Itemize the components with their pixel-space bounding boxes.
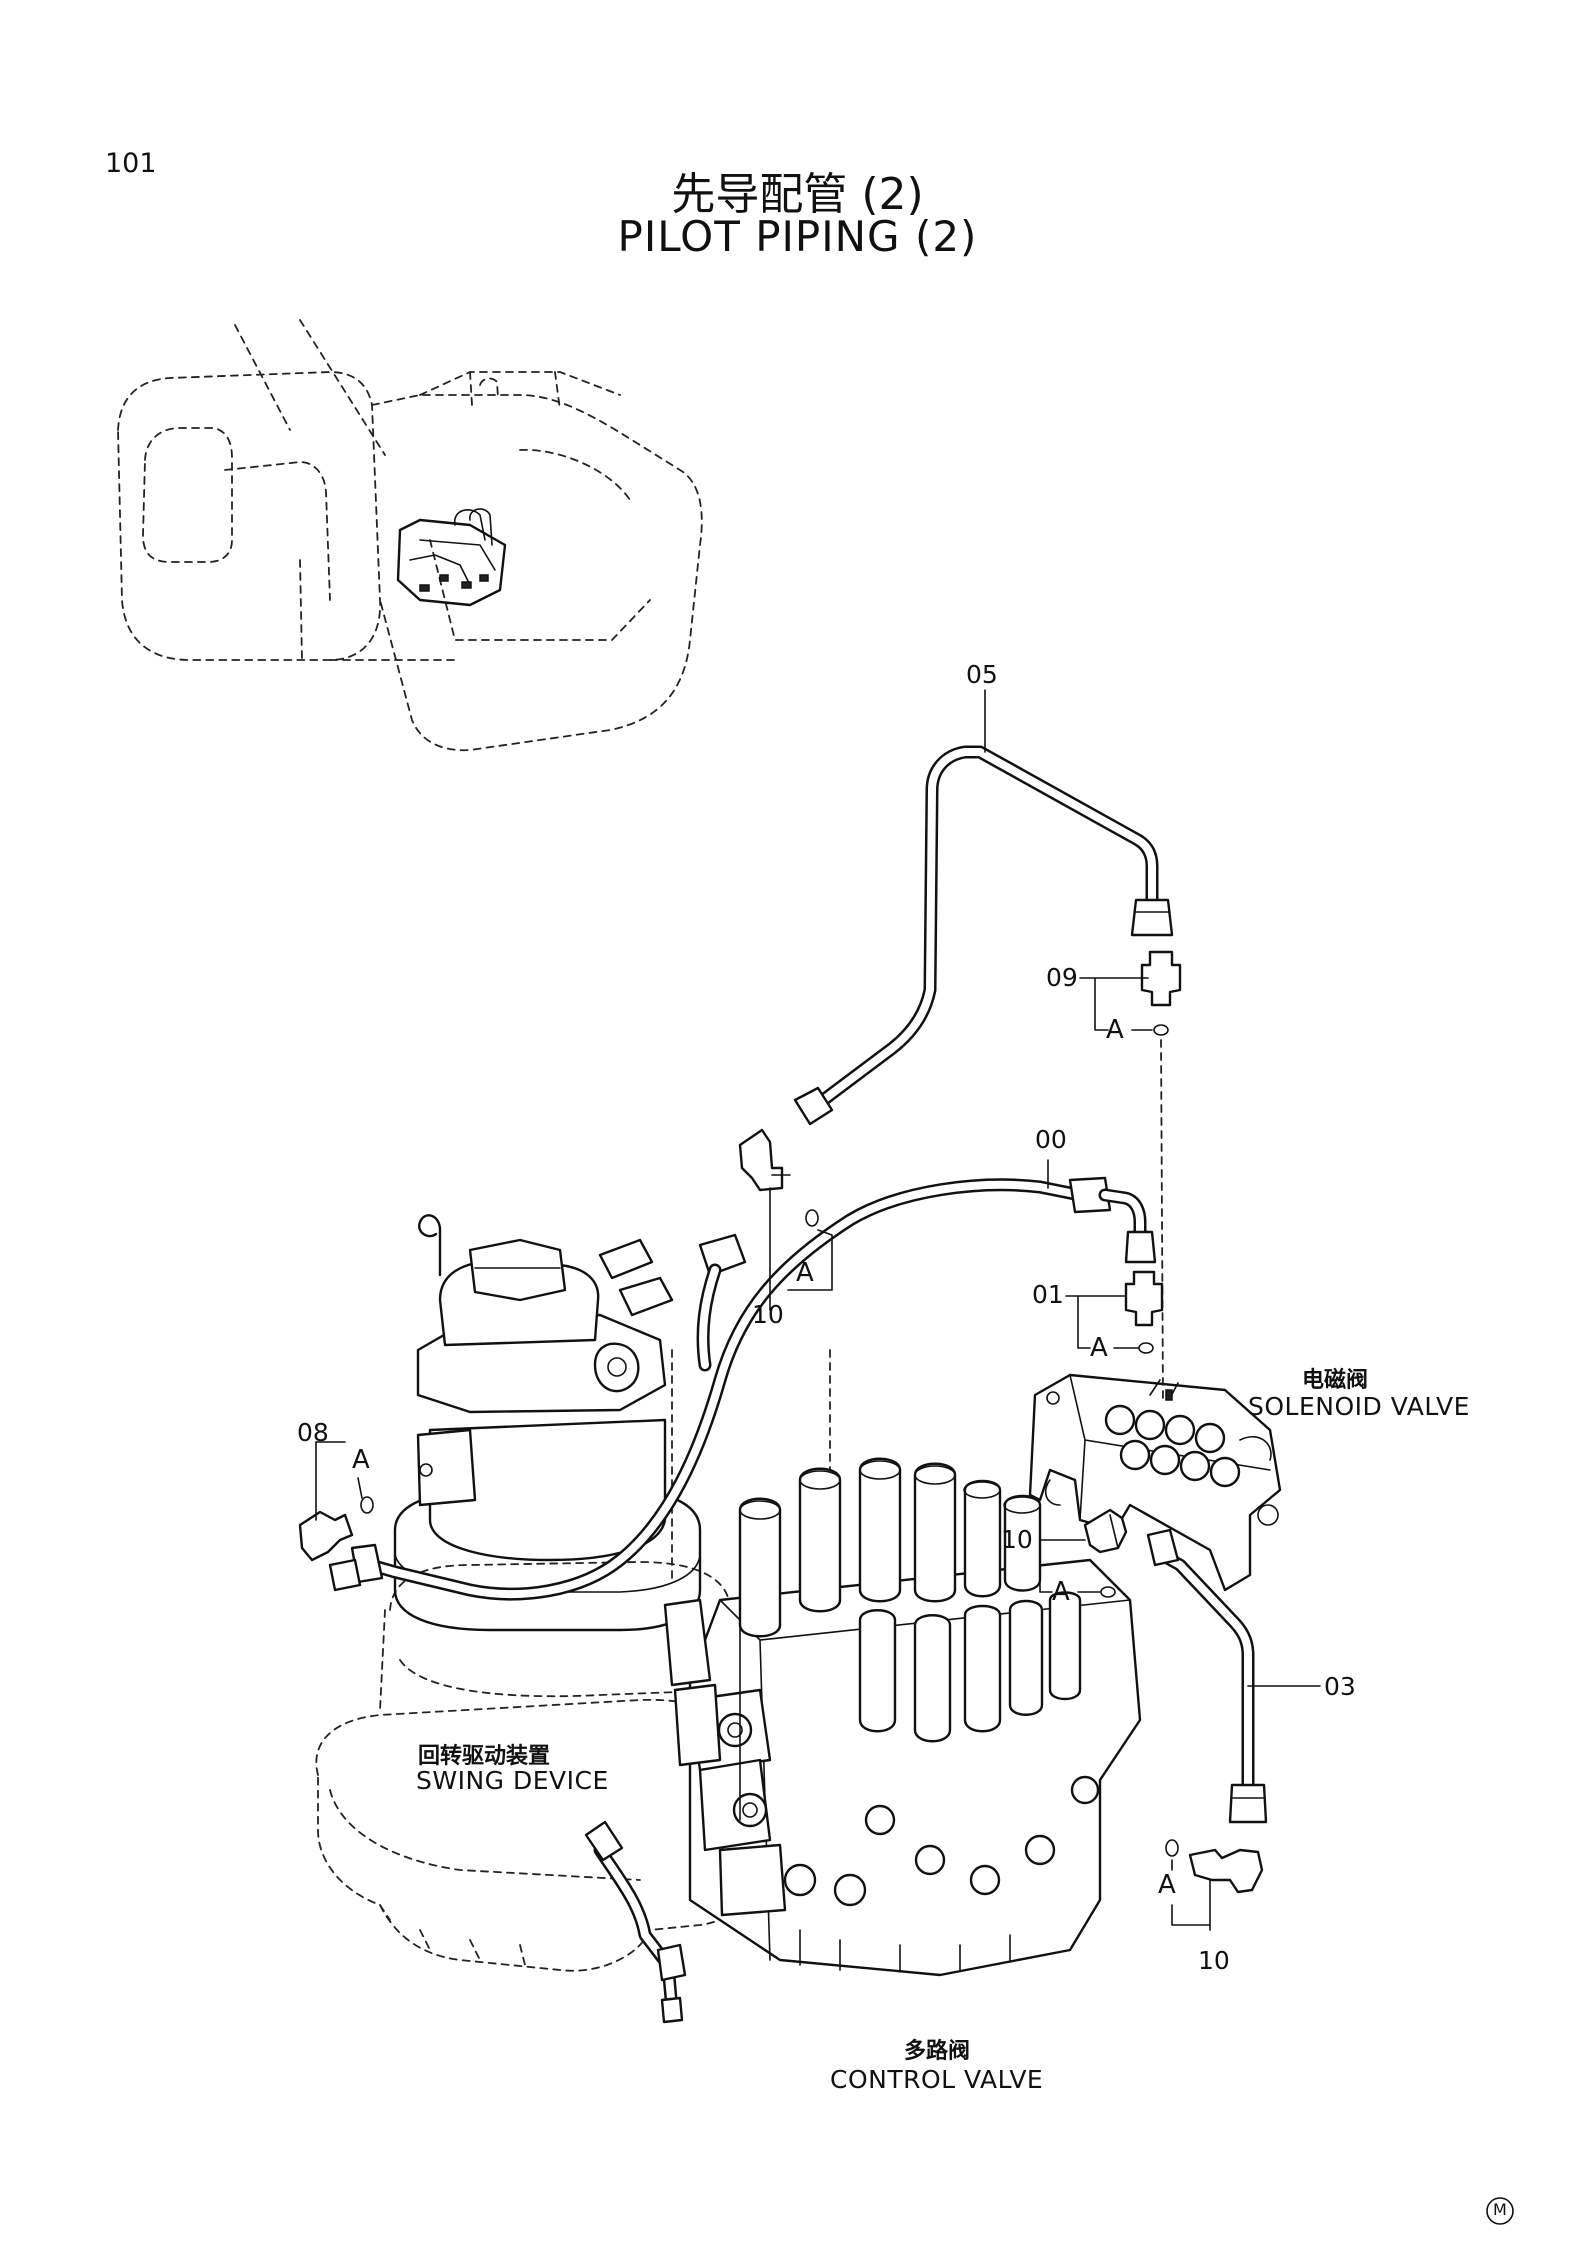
title-chinese: 先导配管 (2) — [671, 169, 924, 220]
swing-device-label-en: SWING DEVICE — [416, 1766, 609, 1795]
ref-a-label-01: A — [1090, 1333, 1108, 1363]
part-label-10-middle: 10 — [1001, 1525, 1033, 1554]
part-label-03: 03 — [1324, 1672, 1356, 1701]
ref-a-label-10-middle: A — [1052, 1577, 1070, 1607]
leader-lines — [315, 689, 1321, 1931]
part-label-10-lower: 10 — [1198, 1946, 1230, 1975]
ref-a-label-10-upper: A — [796, 1258, 814, 1288]
elbow-10-lower — [1165, 1839, 1264, 1894]
part-label-01: 01 — [1032, 1280, 1064, 1309]
part-label-10-upper: 10 — [752, 1300, 784, 1329]
page-number: 101 — [105, 148, 157, 179]
pipe-00 — [350, 1176, 1157, 1601]
control-valve-label-zh: 多路阀 — [904, 2039, 971, 2064]
revision-mark: M — [1493, 2200, 1507, 2219]
ref-a-label-09: A — [1106, 1015, 1124, 1045]
control-valve-label-en: CONTROL VALVE — [830, 2065, 1044, 2094]
part-label-08: 08 — [297, 1418, 329, 1447]
control-valve-drawing — [663, 1457, 1142, 1977]
part-label-09: 09 — [1046, 963, 1078, 992]
elbow-10-middle — [1083, 1508, 1128, 1598]
fitting-09 — [1140, 950, 1182, 1401]
pipe-05 — [793, 745, 1174, 1126]
solenoid-valve-label-zh: 电磁阀 — [1302, 1368, 1369, 1393]
ref-a-label-10-lower: A — [1158, 1870, 1176, 1900]
control-valve-spools — [738, 1457, 1082, 1743]
elbow-08 — [298, 1496, 374, 1592]
ref-a-label-08: A — [352, 1445, 370, 1475]
solenoid-valve-label-en: SOLENOID VALVE — [1248, 1392, 1470, 1421]
fitting-01 — [1124, 1270, 1164, 1354]
swing-device-label-zh: 回转驱动装置 — [418, 1744, 551, 1769]
part-label-00: 00 — [1035, 1125, 1067, 1154]
title-english: PILOT PIPING (2) — [617, 212, 978, 261]
revision-mark-circle — [1486, 2197, 1514, 2225]
pipe-03 — [1146, 1528, 1268, 1824]
excavator-overview — [117, 319, 703, 752]
solenoid-valve-drawing — [1028, 1373, 1282, 1592]
part-label-05: 05 — [966, 660, 998, 689]
elbow-10-upper — [738, 1128, 819, 1227]
